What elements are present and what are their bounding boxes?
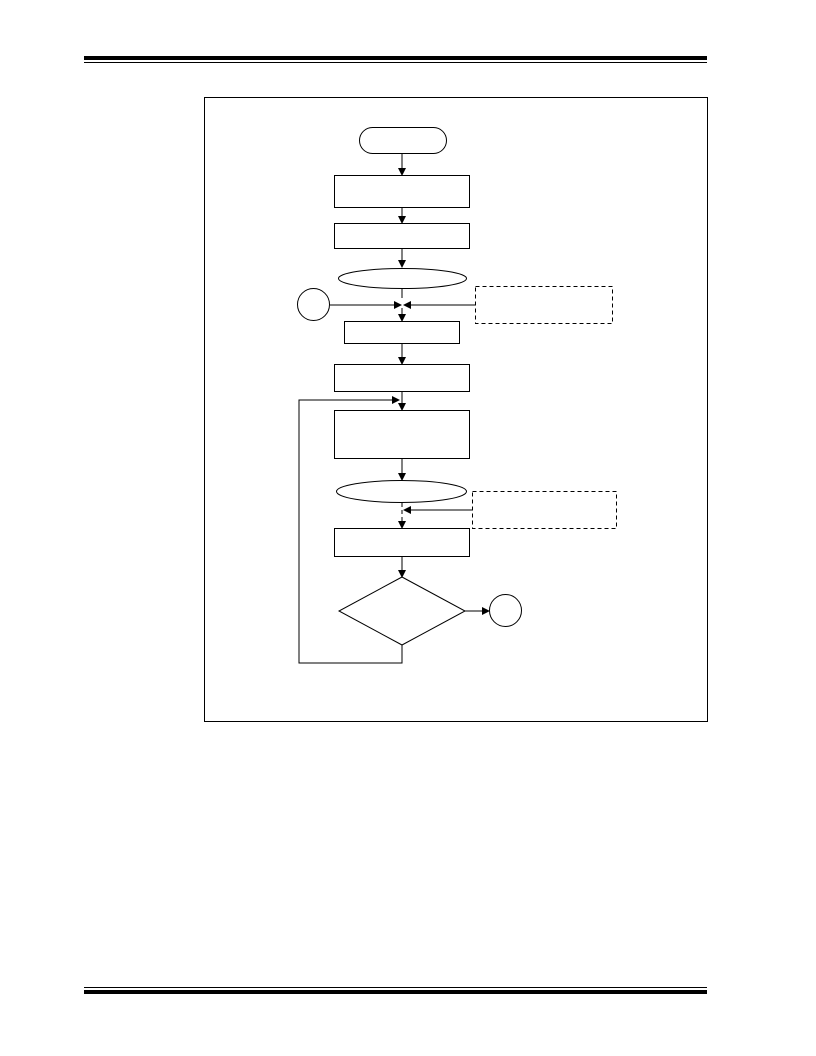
figure-frame <box>204 97 708 722</box>
process-step-1 <box>334 175 470 208</box>
process-step-3 <box>344 321 460 344</box>
event-ellipse-2 <box>336 480 467 503</box>
footer-thin-rule <box>84 987 707 988</box>
footer-thick-rule <box>84 990 707 994</box>
connector-circle-out <box>489 594 522 627</box>
process-step-4 <box>334 364 470 392</box>
header-thick-rule <box>84 56 707 60</box>
note-box-1 <box>475 286 613 324</box>
connector-circle-in <box>297 288 330 321</box>
start-terminal <box>359 127 447 154</box>
decision-diamond <box>337 576 467 646</box>
process-step-2 <box>334 223 470 249</box>
process-step-5 <box>334 410 470 459</box>
process-step-6 <box>334 528 470 557</box>
note-box-2 <box>472 491 617 529</box>
header-thin-rule <box>84 62 707 63</box>
event-ellipse-1 <box>338 268 467 289</box>
loop-back-line <box>298 396 403 664</box>
